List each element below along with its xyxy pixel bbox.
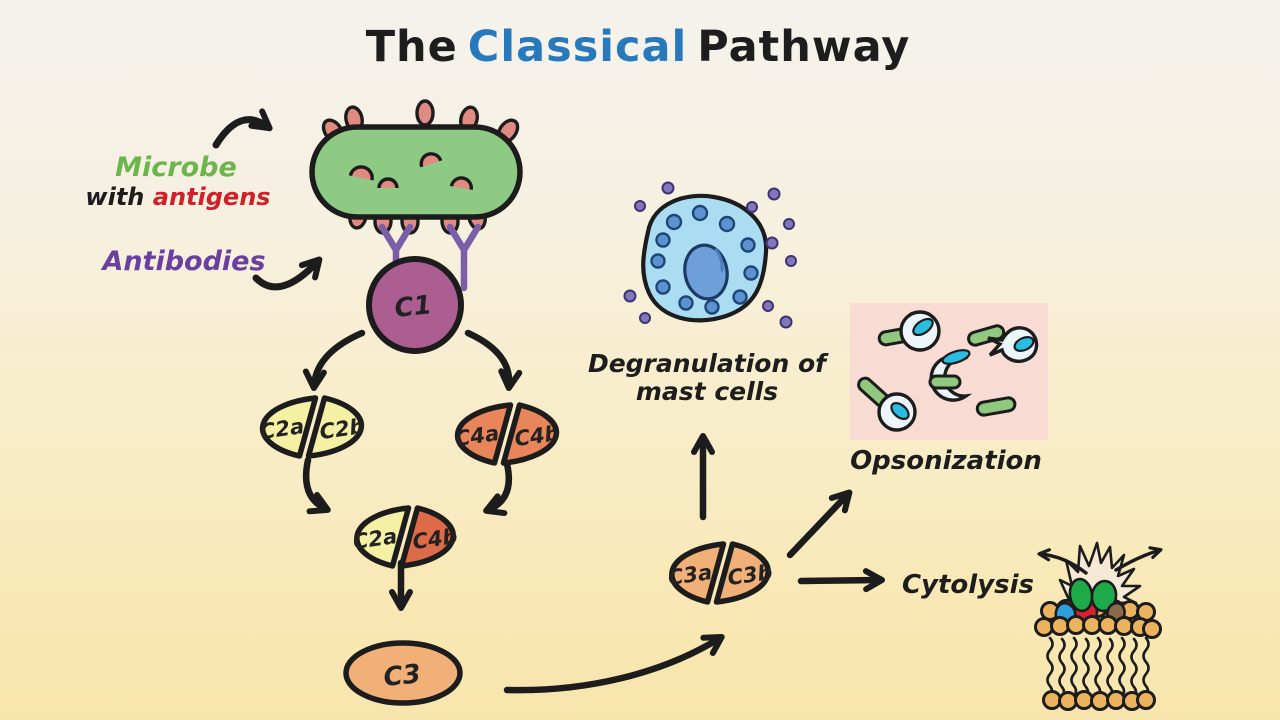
arrow-to-microbe (212, 108, 273, 149)
mast-cell-nucleus (683, 243, 729, 301)
phagocyte-nucleus (1013, 336, 1035, 352)
antigens-label: antigens (152, 183, 271, 211)
c1-circle (366, 256, 464, 354)
burst-arrow-left (1037, 548, 1088, 575)
protein-green (1090, 579, 1118, 613)
burst-arrow-right (1114, 546, 1163, 572)
lipid-tails (1046, 636, 1150, 699)
bacterium-rod-engulfed (928, 374, 962, 390)
c1-complex: C1 (366, 256, 464, 354)
arrow-c1-to-c4 (464, 329, 523, 391)
arrow-c2-to-complex (302, 456, 331, 515)
c2-split: C2a C2b (258, 395, 366, 459)
c2b-piece (305, 395, 365, 459)
phagocyte-nucleus (941, 349, 971, 365)
title-part1: The (365, 22, 458, 72)
title-part2: Pathway (697, 22, 911, 72)
opsonization-label: Opsonization (850, 446, 1042, 476)
arrow-c1-to-c2 (302, 329, 366, 391)
c4-split: C4a C4b (453, 402, 561, 466)
c3-split: C3a C3b (666, 541, 774, 605)
c3-ellipse (343, 640, 463, 706)
released-granule-dots (623, 181, 797, 329)
arrow-c3-to-c3ab (503, 633, 725, 694)
cytolysis-label: Cytolysis (901, 570, 1035, 600)
c3b-label: C3b (726, 560, 774, 590)
c3b-piece (713, 541, 771, 605)
title-highlight: Classical (467, 22, 688, 72)
c2a-piece (259, 395, 319, 459)
mast-cell-illustration (623, 181, 797, 329)
degranulation-line2: mast cells (635, 376, 779, 406)
c3-molecule: C3 (343, 640, 463, 706)
phagocyte-nucleus (890, 401, 910, 421)
arrow-antibodies-to-microbe (252, 256, 323, 291)
c4b-piece (500, 402, 560, 466)
lipid-heads-top-front (1034, 615, 1162, 639)
c4a-piece (454, 402, 514, 466)
opsonization-panel (850, 303, 1048, 440)
complex-c4b-label: C4b (411, 524, 459, 554)
degranulation-label: Degranulation of mast cells (588, 350, 826, 405)
c3a-piece (669, 541, 727, 605)
bacterium-rod (967, 324, 1006, 347)
c3-label: C3 (382, 659, 422, 693)
complex-c4b-piece (398, 505, 456, 569)
arrow-c4-to-complex (483, 460, 513, 517)
lipid-heads-bottom (1042, 690, 1156, 711)
bacterium-rod (975, 396, 1017, 417)
complex-c2a-piece (354, 505, 412, 569)
microbe (309, 99, 523, 235)
with-label: with (85, 183, 145, 211)
phagocyte-nucleus (912, 317, 934, 337)
arrow-to-cytolysis (797, 568, 885, 593)
c4b-label: C4b (513, 421, 561, 451)
microbe-antigens-inner (348, 152, 473, 190)
c2a-c4b-complex: C2a C4b (351, 505, 459, 569)
c1-label: C1 (393, 290, 433, 324)
microbe-body (309, 124, 523, 220)
nucleus-highlight (714, 248, 724, 272)
antibodies-label: Antibodies (102, 246, 266, 277)
degranulation-line1: Degranulation of (587, 349, 827, 378)
microbe-label: Microbe (115, 152, 237, 183)
phagocyte-branched (987, 326, 1039, 363)
arrow-to-opsonization (786, 489, 853, 559)
microbe-sublabel: with antigens (85, 183, 270, 211)
cytolysis-illustration (1034, 541, 1163, 711)
antibody-right (446, 223, 482, 292)
c2b-label: C2b (318, 414, 366, 444)
mast-cell-granules (650, 204, 759, 315)
flow-arrows (212, 108, 885, 694)
